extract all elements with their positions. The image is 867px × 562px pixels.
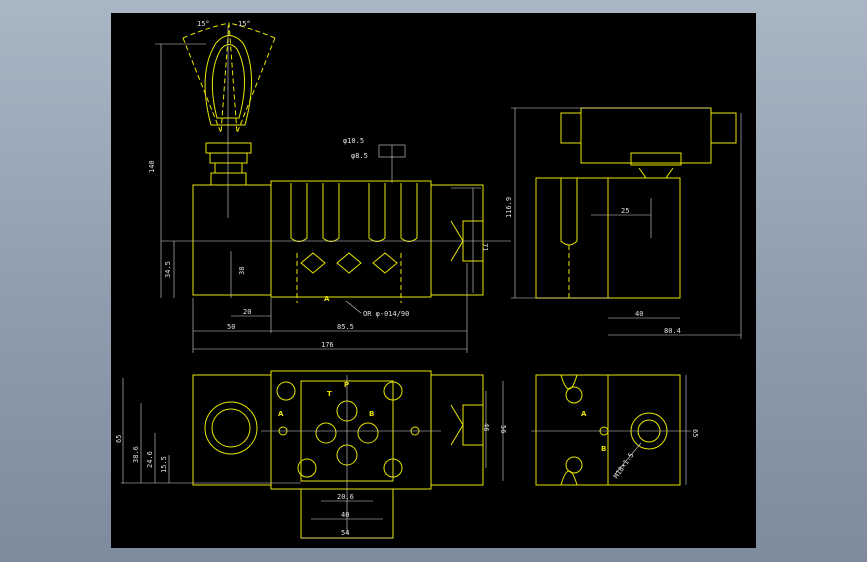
dim-50: 50: [227, 323, 235, 331]
oring-note: OR φ-014/90: [363, 310, 409, 318]
dim-20: 20: [243, 308, 251, 316]
bottom-dim-h1: 38.6: [132, 446, 140, 463]
bottom-dim-right-1: 46: [482, 423, 490, 431]
bottom-dim-outer-height: 65: [115, 435, 123, 443]
dim-stem-inner: φ8.5: [351, 152, 368, 160]
thread-note: M18×1.5: [612, 451, 635, 480]
side-view: [511, 107, 742, 339]
dim-mid: 85.5: [337, 323, 354, 331]
right-bottom-view: [531, 374, 691, 486]
bottom-dim-right-2: 56: [499, 425, 507, 433]
bottom-port-p-label: P: [344, 381, 349, 389]
bottom-dim-bottom-2: 40: [341, 511, 349, 519]
bottom-dim-bottom-3: 54: [341, 529, 349, 537]
front-port-a-label: A: [324, 295, 330, 303]
right-port-b-label: B: [601, 445, 606, 453]
cad-drawing-viewport[interactable]: 15° 15° 140 φ10.5 φ8.5 71 34.5 38 20 50 …: [111, 13, 756, 548]
bottom-port-b-label: B: [369, 410, 374, 418]
dim-side-right: 71: [481, 243, 489, 251]
bottom-dim-bottom-1: 20.6: [337, 493, 354, 501]
dim-stem-outer: φ10.5: [343, 137, 364, 145]
side-dim-height: 116.9: [505, 197, 513, 218]
side-dim-width: 80.4: [664, 327, 681, 335]
bottom-dim-h3: 15.5: [160, 456, 168, 473]
dim-total-height: 140: [148, 160, 156, 173]
bottom-port-a-label: A: [278, 410, 284, 418]
side-dim-25: 25: [621, 207, 629, 215]
bottom-dim-h2: 24.6: [146, 451, 154, 468]
dim-total-width: 176: [321, 341, 334, 349]
bottom-port-t-label: T: [327, 390, 332, 398]
angle-right-label: 15°: [238, 20, 251, 28]
dim-inner-height: 38: [238, 267, 246, 275]
technical-drawing: 15° 15° 140 φ10.5 φ8.5 71 34.5 38 20 50 …: [115, 20, 742, 539]
bottom-view: [121, 370, 504, 539]
dim-left-height: 34.5: [164, 261, 172, 278]
right-dim-height: 65: [691, 429, 699, 437]
side-dim-40: 40: [635, 310, 643, 318]
right-port-a-label: A: [581, 410, 587, 418]
front-view: [155, 22, 511, 353]
angle-left-label: 15°: [197, 20, 210, 28]
